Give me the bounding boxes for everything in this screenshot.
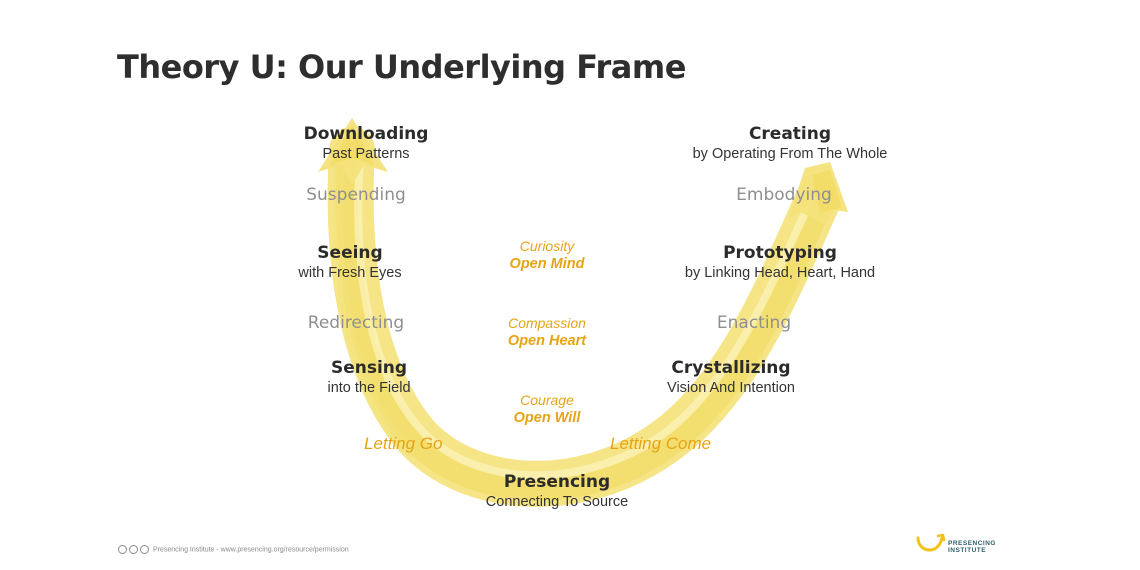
stage-name: Creating xyxy=(748,124,832,144)
stage-name: Sensing xyxy=(330,358,408,378)
stage-desc: by Linking Head, Heart, Hand xyxy=(684,265,876,281)
quality-open: Open Heart xyxy=(507,333,587,349)
logo-text: PRESENCING INSTITUTE xyxy=(948,540,996,554)
stage-name: Presencing xyxy=(503,472,611,492)
stage-sensing: Sensing into the Field xyxy=(327,358,410,396)
quality-label: Courage xyxy=(520,392,574,408)
slide-title: Theory U: Our Underlying Frame xyxy=(117,48,686,86)
cc-icon xyxy=(118,545,127,554)
stage-seeing: Seeing with Fresh Eyes xyxy=(298,243,401,281)
footer-license: Presencing Institute - www.presencing.or… xyxy=(118,545,349,554)
stage-downloading: Downloading Past Patterns xyxy=(304,124,429,162)
stage-prototyping: Prototyping by Linking Head, Heart, Hand xyxy=(685,243,875,281)
quality-label: Compassion xyxy=(508,315,586,331)
stage-name: Seeing xyxy=(317,243,383,263)
stage-name: Crystallizing xyxy=(671,358,791,378)
move-embodying: Embodying xyxy=(736,185,832,205)
quality-compassion: Compassion Open Heart xyxy=(508,315,586,349)
stage-name: Downloading xyxy=(303,124,429,144)
move-suspending: Suspending xyxy=(306,185,406,205)
stage-desc: Past Patterns xyxy=(322,146,410,162)
by-icon xyxy=(129,545,138,554)
quality-label: Curiosity xyxy=(519,238,575,254)
move-redirecting: Redirecting xyxy=(307,313,405,333)
quality-open: Open Mind xyxy=(509,256,585,272)
stage-name: Prototyping xyxy=(723,243,837,263)
nc-icon xyxy=(140,545,149,554)
stage-crystallizing: Crystallizing Vision And Intention xyxy=(667,358,795,396)
stage-desc: by Operating From The Whole xyxy=(692,146,888,162)
stage-presencing: Presencing Connecting To Source xyxy=(486,472,628,510)
footer-text: Presencing Institute - www.presencing.or… xyxy=(152,546,349,554)
quality-open: Open Will xyxy=(513,410,581,426)
stage-desc: Connecting To Source xyxy=(485,494,629,510)
quality-courage: Courage Open Will xyxy=(514,392,581,426)
stage-desc: Vision And Intention xyxy=(667,380,795,396)
stage-creating: Creating by Operating From The Whole xyxy=(693,124,888,162)
stage-desc: into the Field xyxy=(327,380,411,396)
logo-line1: PRESENCING xyxy=(948,540,996,547)
letting-come-label: Letting Come xyxy=(610,434,712,453)
letting-go-label: Letting Go xyxy=(364,434,443,453)
stage-desc: with Fresh Eyes xyxy=(298,265,402,281)
quality-curiosity: Curiosity Open Mind xyxy=(510,238,585,272)
move-enacting: Enacting xyxy=(716,313,792,333)
presencing-logo-icon xyxy=(916,533,946,552)
logo-line2: INSTITUTE xyxy=(948,547,987,554)
